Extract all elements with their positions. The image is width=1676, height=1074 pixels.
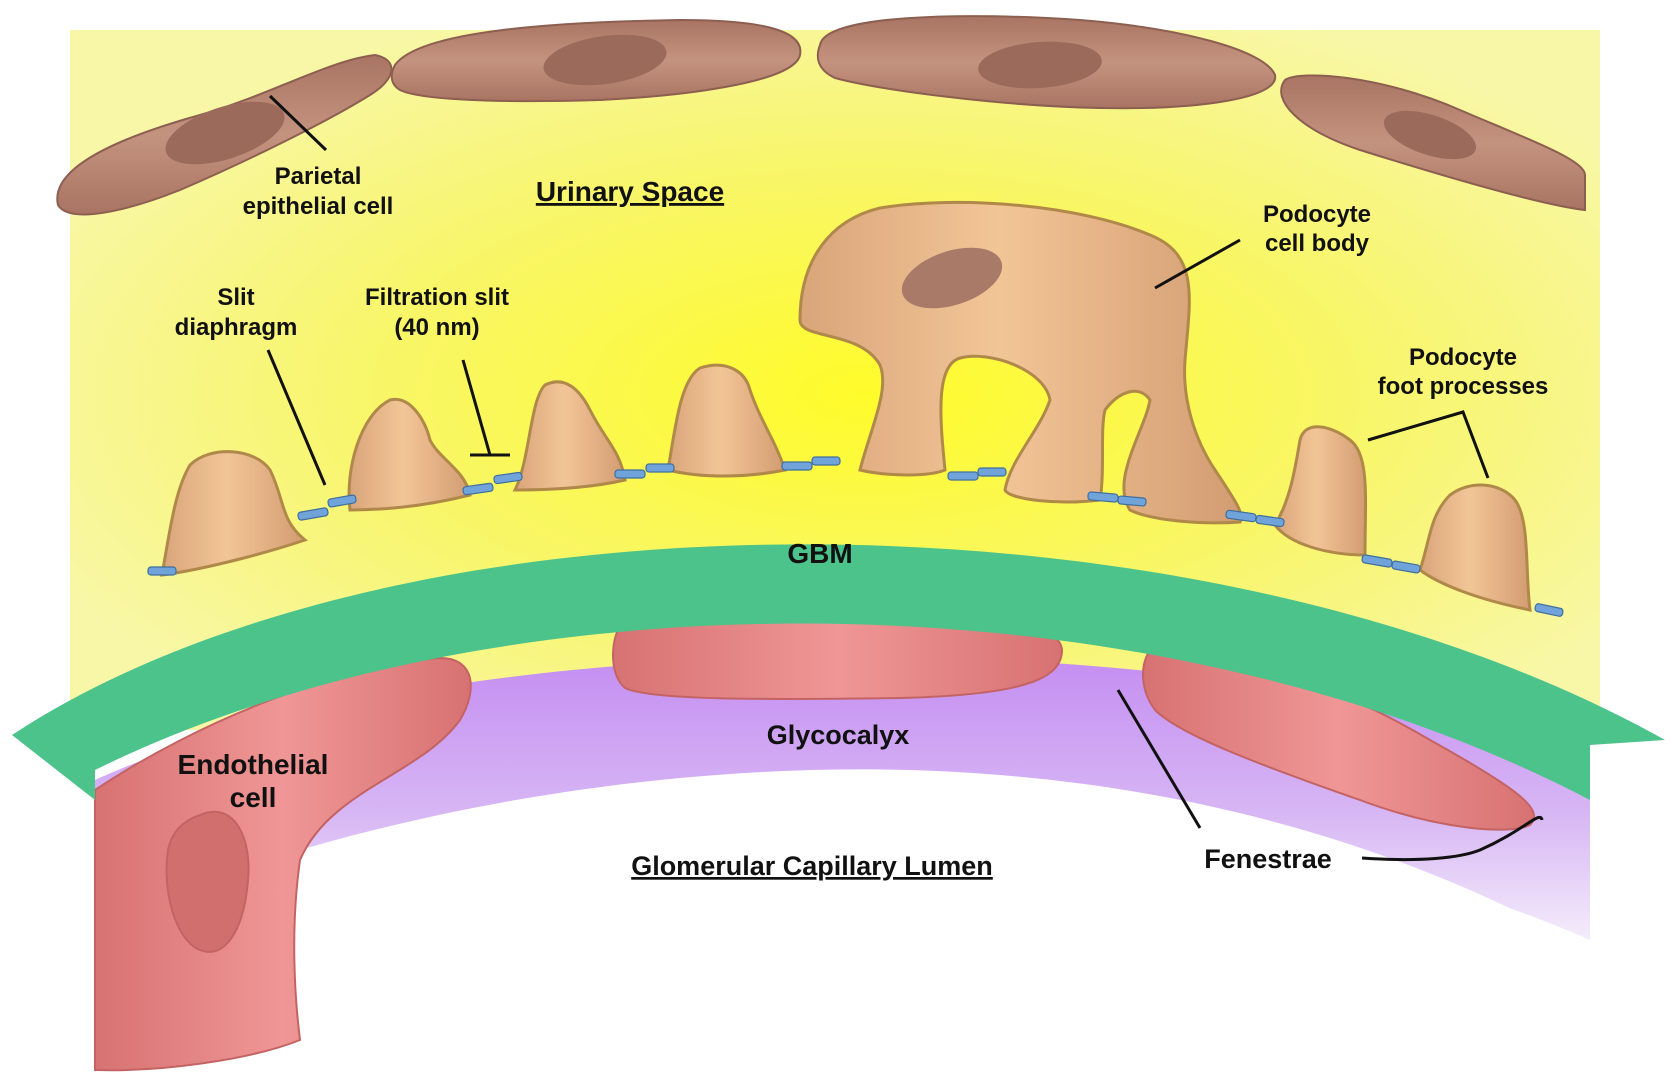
slit-diaphragm-6	[615, 470, 645, 478]
label-endothelial-line1: Endothelial	[178, 749, 329, 780]
slit-diaphragm-10	[948, 472, 978, 480]
label-podocyte-body-line2: cell body	[1265, 230, 1370, 257]
slit-diaphragm-13	[1118, 496, 1147, 506]
label-slit-diaphragm-line2: diaphragm	[175, 314, 298, 341]
label-urinary-space: Urinary Space	[536, 176, 724, 207]
label-parietal-line1: Parietal	[275, 163, 362, 190]
slit-diaphragm-9	[812, 457, 840, 465]
slit-diaphragm-8	[782, 462, 812, 470]
slit-diaphragm-7	[646, 464, 674, 472]
slit-diaphragm-1	[148, 567, 176, 575]
label-gbm: GBM	[787, 538, 852, 569]
label-lumen: Glomerular Capillary Lumen	[631, 851, 993, 881]
slit-diaphragm-11	[978, 468, 1006, 476]
label-endothelial-line2: cell	[230, 782, 277, 813]
label-foot-processes-line1: Podocyte	[1409, 344, 1517, 371]
label-glycocalyx: Glycocalyx	[767, 720, 910, 750]
label-foot-processes-line2: foot processes	[1378, 373, 1549, 400]
label-filtration-slit-line1: Filtration slit	[365, 284, 509, 311]
label-parietal-line2: epithelial cell	[243, 193, 394, 220]
label-slit-diaphragm-line1: Slit	[217, 284, 254, 311]
label-filtration-slit-line2: (40 nm)	[394, 314, 479, 341]
label-fenestrae: Fenestrae	[1204, 844, 1332, 874]
label-podocyte-body-line1: Podocyte	[1263, 201, 1371, 228]
